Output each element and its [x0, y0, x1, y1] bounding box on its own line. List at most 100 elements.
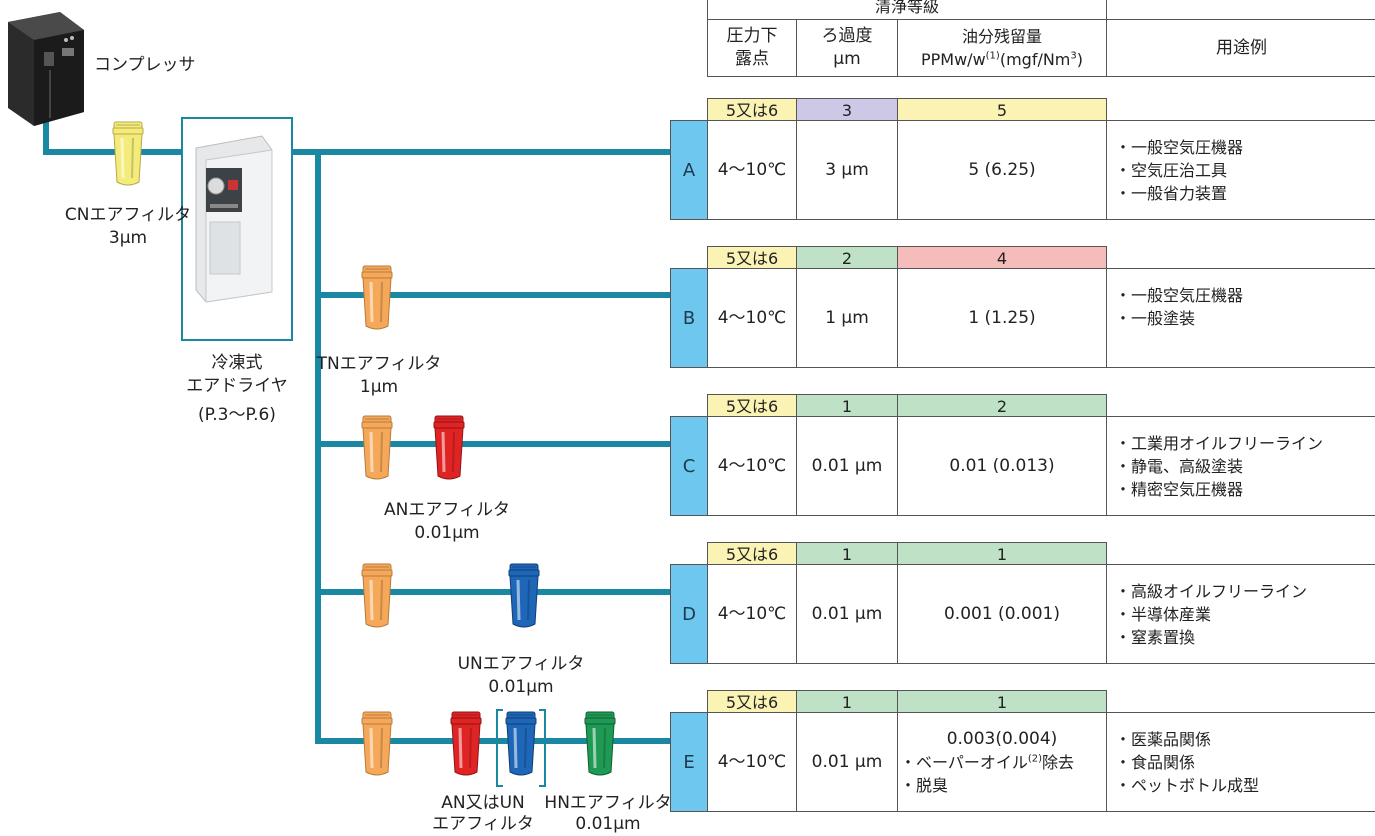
- oil-note-deodorize: ・脱臭: [900, 775, 949, 795]
- use-example-item: ・窒素置換: [1115, 627, 1196, 647]
- row-c-grade-oil: 2: [897, 394, 1107, 417]
- header-oil-superscript: 3: [1070, 50, 1077, 62]
- row-a-grade-dew: 5又は6: [707, 98, 797, 121]
- cn-filter-size: 3µm: [108, 228, 148, 248]
- row-a-grade-oil: 5: [897, 98, 1107, 121]
- hn-filter-label: HNエアフィルタ 0.01µm: [540, 793, 676, 835]
- compressor-icon: [8, 12, 84, 126]
- row-d-letter: D: [670, 564, 708, 664]
- cn-filter-label: CNエアフィルタ 3µm: [44, 204, 212, 250]
- header-use-examples: 用途例: [1106, 19, 1375, 77]
- row-c-filtration: 0.01 µm: [796, 416, 898, 516]
- header-dewpoint: 圧力下 露点: [707, 19, 797, 77]
- row-e-use-examples: ・医薬品関係・食品関係・ペットボトル成型: [1106, 712, 1375, 812]
- header-blank: [1106, 0, 1375, 20]
- row-b-use-examples: ・一般空気圧機器・一般塗装: [1106, 268, 1375, 368]
- use-example-item: ・精密空気圧機器: [1115, 479, 1244, 499]
- row-b-grade-filt: 2: [796, 246, 898, 269]
- row-d-oil-residue: 0.001 (0.001): [897, 564, 1107, 664]
- row-e-dewpoint: 4〜10℃: [707, 712, 797, 812]
- use-example-item: ・工業用オイルフリーライン: [1115, 433, 1324, 453]
- cn-filter-name: CNエアフィルタ: [64, 205, 192, 225]
- row-e-oil-residue: 0.003(0.004)・ベーパーオイル(2)除去・脱臭: [897, 712, 1107, 812]
- oil-note-vapor: ・ベーパーオイル(2)除去: [898, 751, 1074, 774]
- use-example-item: ・空気圧治工具: [1115, 160, 1228, 180]
- tn-filter-icon-e: [360, 710, 394, 777]
- header-oil-unit: PPMw/w: [920, 50, 986, 69]
- row-b-letter: B: [670, 268, 708, 368]
- row-e-grade-filt: 1: [796, 690, 898, 713]
- header-dewpoint-line2: 露点: [735, 49, 769, 69]
- group-header-cleanliness: 清浄等級: [707, 0, 1107, 20]
- header-oil-line2: PPMw/w(1)(mgf/Nm3): [921, 48, 1083, 71]
- row-a-filtration: 3 µm: [796, 120, 898, 220]
- oil-note-footnote: (2): [1027, 753, 1043, 765]
- use-example-item: ・静電、高級塗装: [1115, 456, 1244, 476]
- un-filter-icon-e: [504, 710, 538, 777]
- row-c-grade-filt: 1: [796, 394, 898, 417]
- row-c-oil-residue: 0.01 (0.013): [897, 416, 1107, 516]
- tn-filter-label: TNエアフィルタ 1µm: [296, 353, 462, 399]
- an-or-un-filter-label: AN又はUN エアフィルタ: [428, 793, 538, 835]
- an-or-un-name2: エアフィルタ: [432, 814, 534, 834]
- row-c-use-examples: ・工業用オイルフリーライン・静電、高級塗装・精密空気圧機器: [1106, 416, 1375, 516]
- cn-filter-icon: [111, 120, 145, 187]
- dryer-label-line2: エアドライヤ: [186, 376, 288, 396]
- hn-filter-name: HNエアフィルタ: [544, 793, 672, 813]
- un-filter-icon-d: [507, 562, 541, 629]
- oil-value: 0.01 (0.013): [949, 455, 1055, 476]
- header-filtration-line1: ろ過度: [821, 26, 873, 46]
- row-a-letter: A: [670, 120, 708, 220]
- row-c-letter: C: [670, 416, 708, 516]
- header-oil-close: ): [1076, 50, 1084, 69]
- row-c-dewpoint: 4〜10℃: [707, 416, 797, 516]
- row-b-oil-residue: 1 (1.25): [897, 268, 1107, 368]
- use-example-item: ・一般省力装置: [1115, 183, 1228, 203]
- an-or-un-name1: AN又はUN: [441, 793, 525, 813]
- header-filtration: ろ過度 µm: [796, 19, 898, 77]
- an-filter-label: ANエアフィルタ 0.01µm: [364, 499, 530, 545]
- row-d-use-examples: ・高級オイルフリーライン・半導体産業・窒素置換: [1106, 564, 1375, 664]
- oil-value: 5 (6.25): [968, 159, 1036, 180]
- un-filter-size: 0.01µm: [488, 677, 554, 697]
- use-example-item: ・医薬品関係: [1115, 729, 1212, 749]
- tn-filter-icon: [360, 264, 394, 331]
- row-a-grade-filt: 3: [796, 98, 898, 121]
- oil-value: 0.001 (0.001): [943, 603, 1060, 624]
- un-filter-name: UNエアフィルタ: [457, 654, 585, 674]
- dryer-pages: (P.3〜P.6): [198, 405, 276, 425]
- oil-note-vapor-text: ・ベーパーオイル: [900, 752, 1028, 772]
- row-d-grade-oil: 1: [897, 542, 1107, 565]
- tn-filter-name: TNエアフィルタ: [316, 354, 442, 374]
- row-d-grade-filt: 1: [796, 542, 898, 565]
- row-d-dewpoint: 4〜10℃: [707, 564, 797, 664]
- use-example-item: ・一般空気圧機器: [1115, 137, 1244, 157]
- header-dewpoint-line1: 圧力下: [726, 26, 778, 46]
- use-example-item: ・一般塗装: [1115, 308, 1196, 328]
- header-filtration-line2: µm: [833, 49, 861, 69]
- hn-filter-size: 0.01µm: [575, 814, 641, 834]
- oil-value: 0.003(0.004): [946, 728, 1058, 749]
- row-e-grade-oil: 1: [897, 690, 1107, 713]
- use-example-item: ・一般空気圧機器: [1115, 285, 1244, 305]
- use-example-item: ・食品関係: [1115, 752, 1196, 772]
- row-a-use-examples: ・一般空気圧機器・空気圧治工具・一般省力装置: [1106, 120, 1375, 220]
- row-c-grade-dew: 5又は6: [707, 394, 797, 417]
- un-filter-label: UNエアフィルタ 0.01µm: [438, 653, 604, 699]
- dryer-label: 冷凍式 エアドライヤ (P.3〜P.6): [170, 352, 304, 427]
- row-e-filtration: 0.01 µm: [796, 712, 898, 812]
- row-e-letter: E: [670, 712, 708, 812]
- header-oil-line1: 油分残留量: [961, 27, 1042, 46]
- oil-note-vapor-suffix: 除去: [1042, 752, 1075, 772]
- row-e-grade-dew: 5又は6: [707, 690, 797, 713]
- an-filter-icon-e: [449, 710, 483, 777]
- compressor-label: コンプレッサ: [94, 55, 196, 75]
- use-example-item: ・高級オイルフリーライン: [1115, 581, 1308, 601]
- use-example-item: ・ペットボトル成型: [1115, 775, 1260, 795]
- tn-filter-size: 1µm: [359, 377, 399, 397]
- dryer-label-line1: 冷凍式: [211, 353, 263, 373]
- hn-filter-icon-e: [583, 710, 617, 777]
- row-b-filtration: 1 µm: [796, 268, 898, 368]
- oil-value: 1 (1.25): [968, 307, 1036, 328]
